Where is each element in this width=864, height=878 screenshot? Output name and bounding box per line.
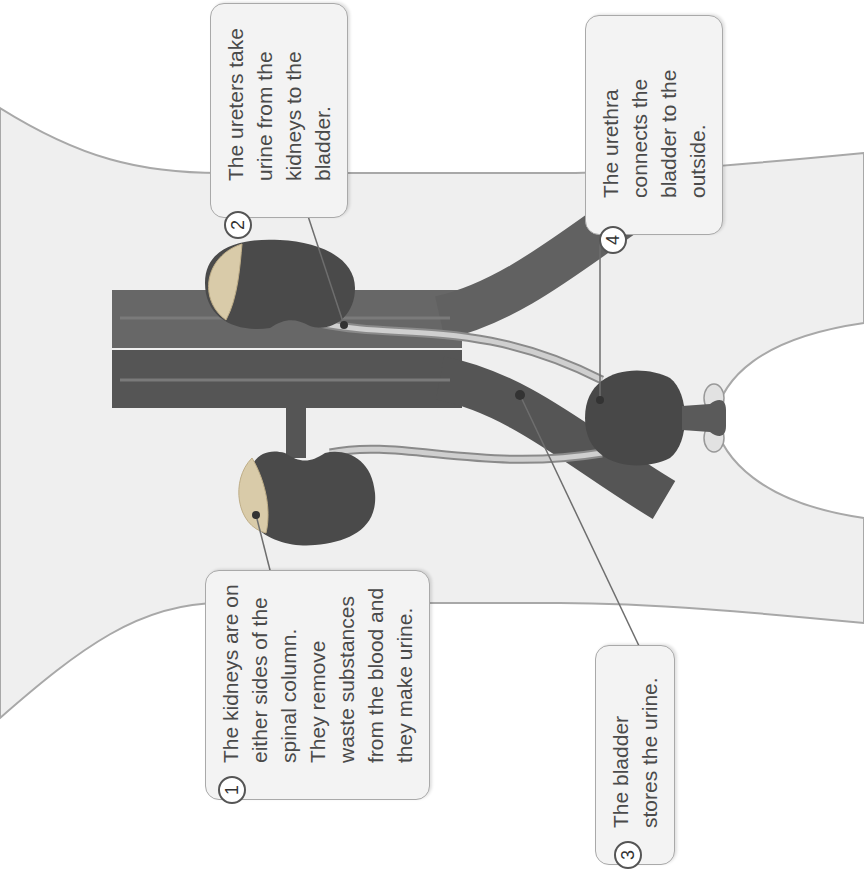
callout-number: 2 [224,211,252,239]
body-outline [0,108,864,718]
callout-number: 3 [614,841,642,869]
callout-box: The kidneys are on either sides of the s… [205,570,430,800]
callout-box: The urethra connects the bladder to the … [585,15,723,235]
callout-box: The ureters take urine from the kidneys … [210,3,348,218]
callout-box: The bladder stores the urine. [595,645,675,865]
leader-dot [252,511,260,519]
leader-line [256,515,272,578]
callout-number: 4 [599,226,627,254]
ureter-outline [320,323,602,380]
ureter-outline [330,449,602,459]
adrenal-gland [239,458,268,533]
ureter [320,323,602,380]
callout-text: The bladder stores the urine. [606,656,664,828]
urethra [682,400,726,436]
leader-line [306,210,344,325]
kidney [205,240,355,329]
callout-text: The kidneys are on either sides of the s… [216,581,419,763]
leader-dot [596,396,604,404]
leader-dot [515,390,525,400]
callout-number: 1 [218,776,246,804]
callout-text: The ureters take urine from the kidneys … [221,14,337,181]
callout-text: The urethra connects the bladder to the … [596,26,712,198]
ureter [330,449,602,459]
renal-vessel [286,404,306,458]
adrenal-gland [209,244,242,320]
leader-line [599,233,601,400]
leader-line [520,395,640,648]
leader-dots [252,321,604,519]
leader-dot [340,321,348,329]
